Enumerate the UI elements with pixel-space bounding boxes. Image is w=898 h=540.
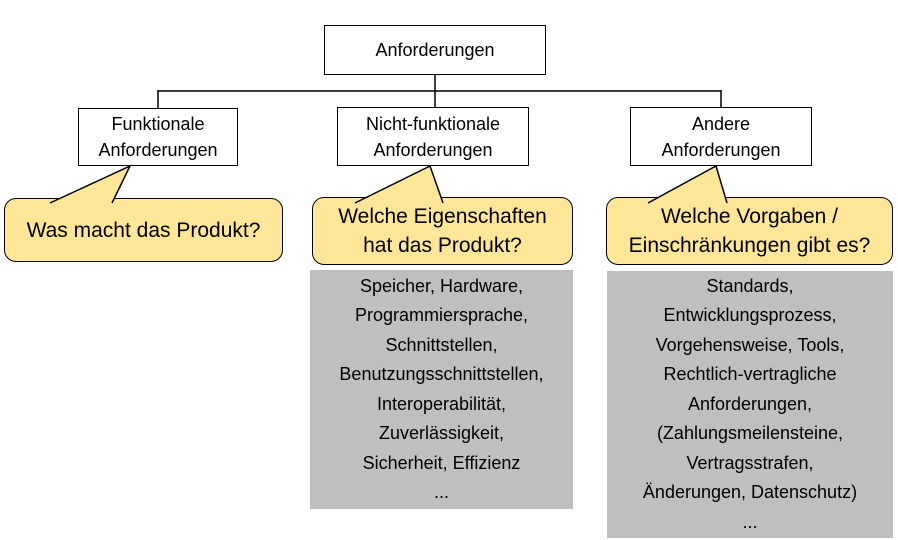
node-andere-anforderungen: Andere Anforderungen [630, 107, 812, 166]
callout-nicht-funktionale-question: Welche Eigenschaften hat das Produkt? [312, 197, 573, 265]
examples-panel-nicht-funktionale: Speicher, Hardware, Programmiersprache, … [310, 270, 573, 509]
node-funktionale-anforderungen: Funktionale Anforderungen [78, 108, 238, 166]
callout-funktionale-question: Was macht das Produkt? [4, 198, 283, 262]
callout-andere-question: Welche Vorgaben / Einschränkungen gibt e… [606, 197, 893, 265]
node-nicht-funktionale-anforderungen: Nicht-funktionale Anforderungen [337, 107, 529, 166]
node-anforderungen: Anforderungen [324, 25, 546, 75]
examples-panel-andere: Standards, Entwicklungsprozess, Vorgehen… [607, 271, 893, 538]
